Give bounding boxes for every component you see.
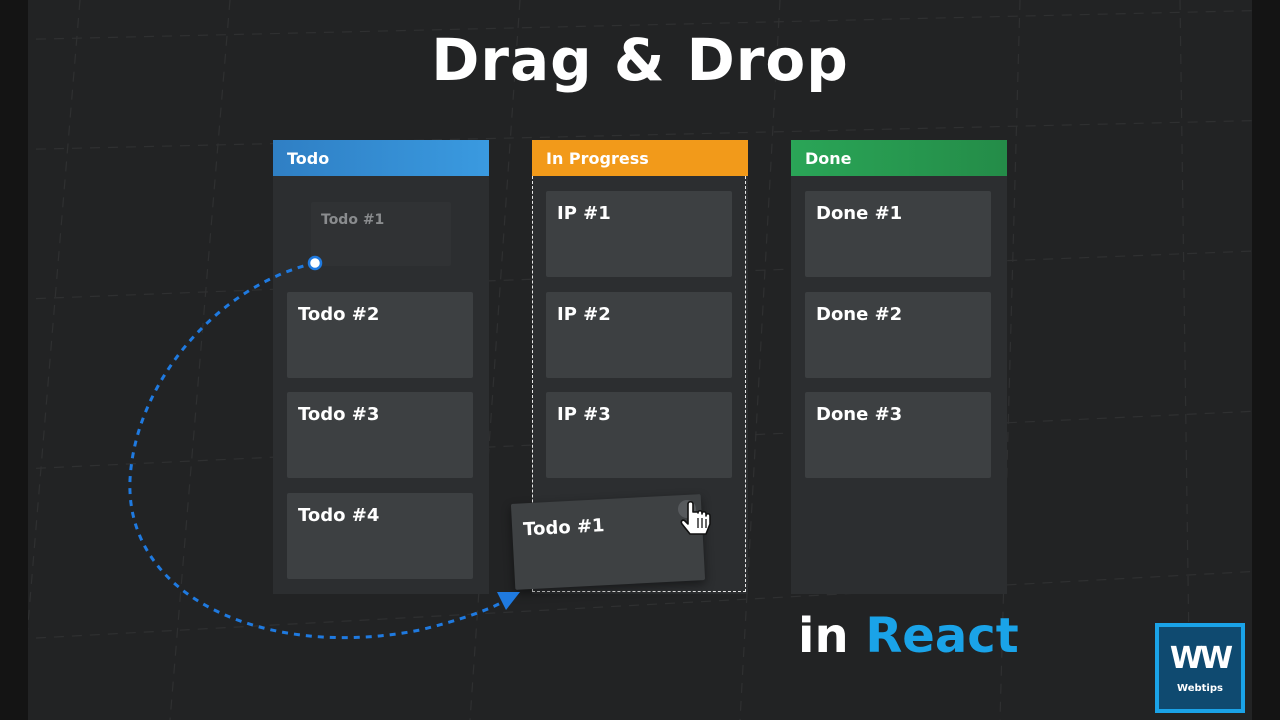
right-margin-bar <box>1252 0 1280 720</box>
card-todo-4[interactable]: Todo #4 <box>287 493 473 579</box>
logo-mark: WW <box>1169 641 1233 676</box>
column-header-todo: Todo <box>273 140 489 176</box>
column-done[interactable]: Done Done #1 Done #2 Done #3 <box>791 140 1007 594</box>
left-margin-bar <box>0 0 28 720</box>
card-done-3[interactable]: Done #3 <box>805 392 991 478</box>
card-ip-2[interactable]: IP #2 <box>546 292 732 378</box>
card-placeholder-ghost: Todo #1 <box>311 202 451 266</box>
column-in-progress[interactable]: In Progress IP #1 IP #2 IP #3 <box>532 140 748 594</box>
card-todo-2[interactable]: Todo #2 <box>287 292 473 378</box>
card-ip-1[interactable]: IP #1 <box>546 191 732 277</box>
logo-text: Webtips <box>1177 683 1223 694</box>
card-todo-3[interactable]: Todo #3 <box>287 392 473 478</box>
dragged-card[interactable]: Todo #1 <box>510 494 706 590</box>
card-done-2[interactable]: Done #2 <box>805 292 991 378</box>
card-done-1[interactable]: Done #1 <box>805 191 991 277</box>
webtips-logo: WW Webtips <box>1155 623 1245 713</box>
page-title: Drag & Drop <box>431 26 849 94</box>
subtitle-accent: React <box>865 608 1019 664</box>
column-header-done: Done <box>791 140 1007 176</box>
column-header-in-progress: In Progress <box>532 140 748 176</box>
subtitle: in React <box>798 608 1019 664</box>
card-ip-3[interactable]: IP #3 <box>546 392 732 478</box>
subtitle-prefix: in <box>798 608 849 664</box>
drop-zone-outline <box>532 176 746 592</box>
